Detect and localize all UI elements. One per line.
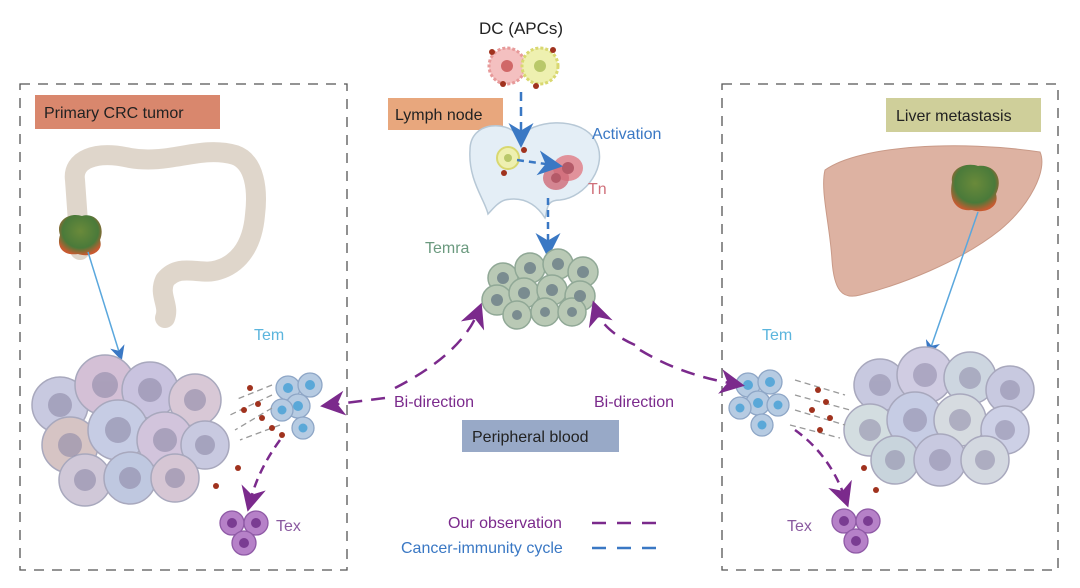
tex-left-label: Tex: [276, 518, 301, 535]
liver-metastasis-label: Liver metastasis: [896, 108, 1012, 125]
left-panel-frame: [19, 83, 348, 571]
bi-direction-left-arrow: [394, 302, 485, 390]
liver-metastasis-label-box: [886, 98, 1041, 132]
tumor-to-cells-left-arrow: [87, 251, 125, 361]
left-cytokine-lines: [229, 384, 281, 441]
left-tex-nuclei: [227, 518, 261, 548]
bi-direction-right-arrow: [588, 300, 636, 347]
left-tumor-nuclei: [48, 372, 215, 491]
activation-arrow: [516, 150, 563, 176]
right-cytokine-lines: [789, 379, 851, 439]
right-cytokine-dots: [809, 387, 879, 493]
tumor-to-cells-right-arrow: [925, 211, 979, 356]
tex-right-label: Tex: [787, 518, 812, 535]
tumor-primary: [58, 214, 102, 256]
tem-to-tex-left-arrow: [241, 439, 282, 512]
left-tem-nuclei: [277, 380, 315, 433]
legend-cycle-label: Cancer-immunity cycle: [401, 540, 563, 557]
right-panel-frame: [721, 83, 1059, 571]
bi-direction-left-to-tem: [320, 390, 386, 416]
primary-tumor-label-box: [35, 95, 220, 129]
temra-cluster: [481, 248, 599, 330]
left-cytokine-dots: [213, 385, 285, 489]
liver-illustration: [823, 145, 1043, 297]
bi-direction-right-to-tem: [639, 348, 745, 394]
right-tem-nuclei: [735, 377, 783, 430]
right-tex-nuclei: [839, 516, 873, 546]
temra-nuclei: [491, 258, 589, 320]
tem-left-label: Tem: [254, 327, 284, 344]
bi-direction-left-label: Bi-direction: [394, 394, 474, 411]
colon-illustration: [64, 142, 266, 328]
legend-observation-label: Our observation: [448, 515, 562, 532]
primary-tumor-label: Primary CRC tumor: [44, 105, 184, 122]
bi-direction-right-label: Bi-direction: [594, 394, 674, 411]
temra-label: Temra: [425, 240, 470, 257]
tem-to-tex-right-arrow: [794, 428, 852, 508]
tumor-liver: [951, 164, 999, 212]
lymph-node-label: Lymph node: [395, 107, 483, 124]
right-tumor-nuclei: [859, 363, 1020, 471]
lymph-node-shape: [469, 122, 601, 220]
peripheral-blood-label-box: [462, 420, 619, 452]
dc-label: DC (APCs): [479, 19, 563, 38]
dc-cells: [487, 46, 560, 89]
tem-right-label: Tem: [762, 327, 792, 344]
activation-label: Activation: [592, 126, 661, 143]
left-tex-cluster: [219, 510, 269, 556]
right-tex-cluster: [831, 508, 881, 554]
lymph-node-label-box: [388, 98, 503, 130]
tn-label: Tn: [588, 181, 607, 198]
peripheral-blood-label: Peripheral blood: [472, 429, 589, 446]
